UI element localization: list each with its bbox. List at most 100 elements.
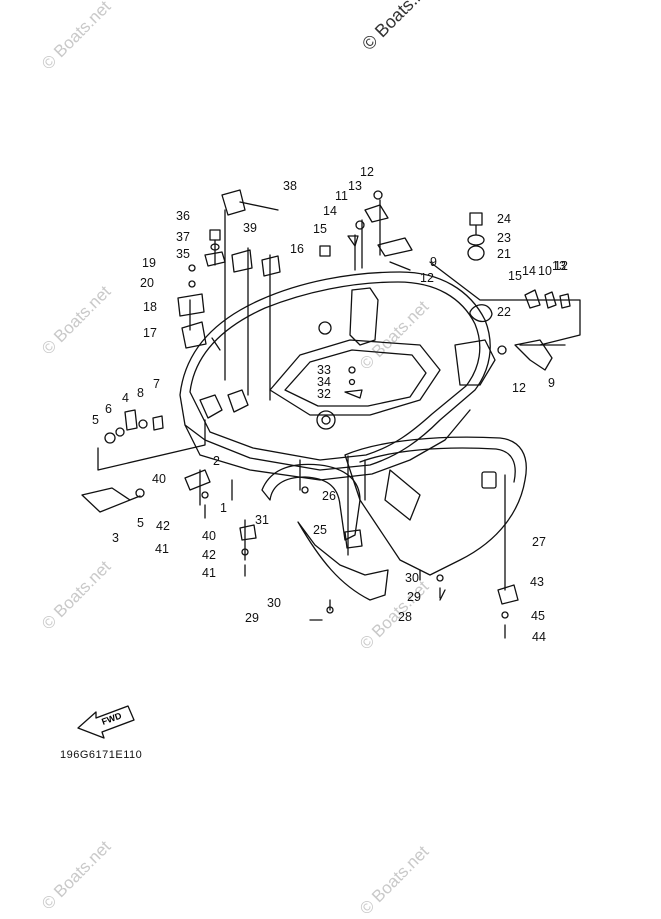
part-number-label: 30 (267, 596, 281, 610)
part-number-label: 43 (530, 575, 544, 589)
part-30 (326, 606, 334, 614)
part-number-label: 14 (522, 264, 536, 278)
part-number-label: 29 (407, 590, 421, 604)
part-number-label: 22 (497, 305, 511, 319)
part-number-label: 1 (220, 501, 227, 515)
part-number-label: 17 (143, 326, 157, 340)
part-12-screw (389, 261, 411, 271)
part-number-label: 19 (142, 256, 156, 270)
part-4 (124, 409, 138, 431)
part-33 (348, 366, 356, 374)
part-number-label: 32 (317, 387, 331, 401)
part-3 (81, 487, 141, 513)
part-number-label: 44 (532, 630, 546, 644)
part-number-label: 41 (202, 566, 216, 580)
part-18 (177, 293, 205, 317)
part-number-label: 26 (322, 489, 336, 503)
part-6 (115, 427, 125, 437)
part-number-label: 15 (508, 269, 522, 283)
part-19 (188, 264, 196, 272)
part-number-label: 13 (348, 179, 362, 193)
part-32 (344, 389, 363, 399)
part-number-label: 34 (317, 375, 331, 389)
part-25 (344, 529, 363, 549)
part-number-label: 30 (405, 571, 419, 585)
part-number-label: 11 (335, 189, 348, 203)
part-number-label: 8 (137, 386, 144, 400)
part-12-lower (497, 345, 507, 355)
part-number-label: 40 (152, 472, 166, 486)
apron-27 (344, 436, 527, 576)
part-number-label: 5 (92, 413, 99, 427)
part-5 (104, 432, 116, 444)
part-number-label: 10 (538, 264, 552, 278)
part-number-label: 23 (497, 231, 511, 245)
part-16 (319, 245, 331, 257)
part-39b (261, 255, 281, 277)
part-number-label: 4 (122, 391, 129, 405)
part-14 (355, 220, 365, 230)
part-number-label: 29 (245, 611, 259, 625)
part-number-label: 40 (202, 529, 216, 543)
part-23 (467, 234, 485, 246)
part-number-label: 37 (176, 230, 190, 244)
part-number-label: 27 (532, 535, 546, 549)
part-21 (467, 245, 485, 261)
rear-bracket (349, 287, 379, 346)
part-number-label: 28 (398, 610, 412, 624)
seal-31 (261, 463, 361, 541)
part-42a (201, 491, 209, 499)
part-number-label: 7 (153, 377, 160, 391)
part-number-label: 42 (156, 519, 170, 533)
part-37 (210, 243, 220, 251)
part-number-label: 24 (497, 212, 511, 226)
part-number-label: 38 (283, 179, 297, 193)
part-40a (184, 469, 211, 491)
side-bracket (454, 339, 496, 386)
part-number-label: 15 (313, 222, 327, 236)
part-36 (209, 229, 221, 241)
bottom-cowling-lower-edge (184, 409, 471, 481)
bottom-cowling-rim (189, 281, 481, 461)
part-30b (436, 574, 444, 582)
part-number-label: 39 (243, 221, 257, 235)
part-15 (347, 235, 359, 247)
center-grommet-2 (316, 410, 336, 430)
part-number-label: 42 (202, 548, 216, 562)
part-number-label: 13 (552, 259, 566, 273)
part-22 (469, 304, 493, 323)
cowling-inner-plate (269, 339, 441, 416)
part-43 (497, 584, 519, 605)
part-38-screw (221, 189, 279, 216)
part-number-label: 9 (430, 255, 437, 269)
part-9-lower (514, 339, 553, 371)
part-number-label: 16 (290, 242, 304, 256)
part-number-label: 3 (112, 531, 119, 545)
part-number-labels: 1234556789910111212121213131414151516171… (92, 165, 568, 644)
part-13 (373, 190, 383, 200)
part-5b (135, 488, 145, 498)
fwd-arrow-icon (77, 705, 135, 739)
right-cluster (524, 289, 571, 309)
part-number-label: 21 (497, 247, 511, 261)
part-number-label: 18 (143, 300, 157, 314)
part-number-label: 14 (323, 204, 337, 218)
part-42b (241, 548, 249, 556)
part-45 (501, 611, 509, 619)
part-number-label: 9 (548, 376, 555, 390)
part-number-label: 5 (137, 516, 144, 530)
part-7 (152, 415, 164, 431)
part-number-label: 36 (176, 209, 190, 223)
part-number-label: 25 (313, 523, 327, 537)
fwd-label: FWD (100, 710, 123, 727)
cowling-inner-plate-2 (284, 349, 427, 407)
part-number-label: 35 (176, 247, 190, 261)
part-40b (239, 524, 257, 541)
part-number-label: 33 (317, 363, 331, 377)
part-34 (348, 378, 356, 386)
part-number-label: 12 (420, 271, 434, 285)
part-8 (138, 419, 148, 429)
leader-9-right (429, 261, 581, 346)
